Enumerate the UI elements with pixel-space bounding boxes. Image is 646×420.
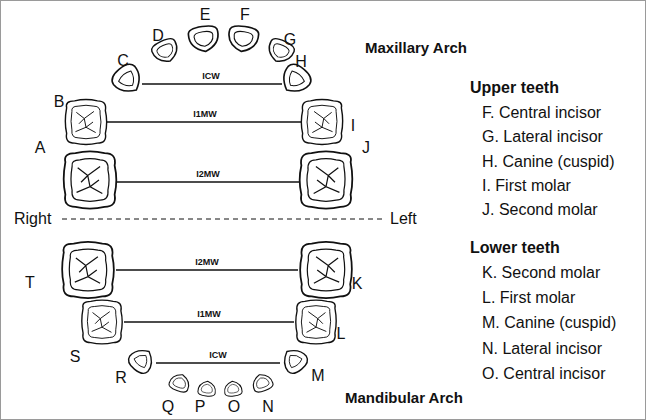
tooth-list-item: K. Second molar [482,264,600,282]
side-label: Left [390,210,417,228]
arch-title: Mandibular Arch [345,390,463,407]
tooth-letter: T [25,274,35,292]
tooth-list-item: I. First molar [482,177,571,195]
tooth-letter: Q [162,398,174,416]
tooth-list-item: H. Canine (cuspid) [482,153,615,171]
tooth-letter: R [115,369,127,387]
tooth-letter: H [295,53,307,71]
list-heading: Upper teeth [470,79,559,97]
tooth-letter: A [35,139,46,157]
tooth-letter: I [351,117,355,135]
tooth-letter: D [152,27,164,45]
tooth-list-item: N. Lateral incisor [482,340,602,358]
measurement-label: ICW [202,72,220,82]
measurement-label: I2MW [196,170,220,180]
tooth-letter: B [54,93,65,111]
tooth-letter: C [117,52,129,70]
tooth-list-item: M. Canine (cuspid) [482,314,616,332]
tooth-list-item: G. Lateral incisor [482,128,603,146]
measurement-label: I1MW [197,310,221,320]
tooth-letter: E [200,6,211,24]
tooth-list-item: J. Second molar [482,201,598,219]
tooth-letter: N [262,398,274,416]
tooth-list-item: F. Central incisor [482,104,601,122]
tooth-letter: S [70,348,81,366]
tooth-letter: F [240,6,250,24]
tooth-letter: O [228,398,240,416]
tooth-list-item: O. Central incisor [482,365,606,383]
side-label: Right [14,210,51,228]
measurement-label: I1MW [193,110,217,120]
tooth-letter: M [311,367,324,385]
measurement-label: ICW [209,351,227,361]
measurement-label: I2MW [195,258,219,268]
tooth-letter: J [362,139,370,157]
arch-title: Maxillary Arch [365,40,467,57]
tooth-letter: L [337,325,346,343]
tooth-letter: P [195,398,206,416]
tooth-list-item: L. First molar [482,289,575,307]
list-heading: Lower teeth [470,239,560,257]
tooth-letter: K [352,275,363,293]
tooth-letter: G [284,31,296,49]
